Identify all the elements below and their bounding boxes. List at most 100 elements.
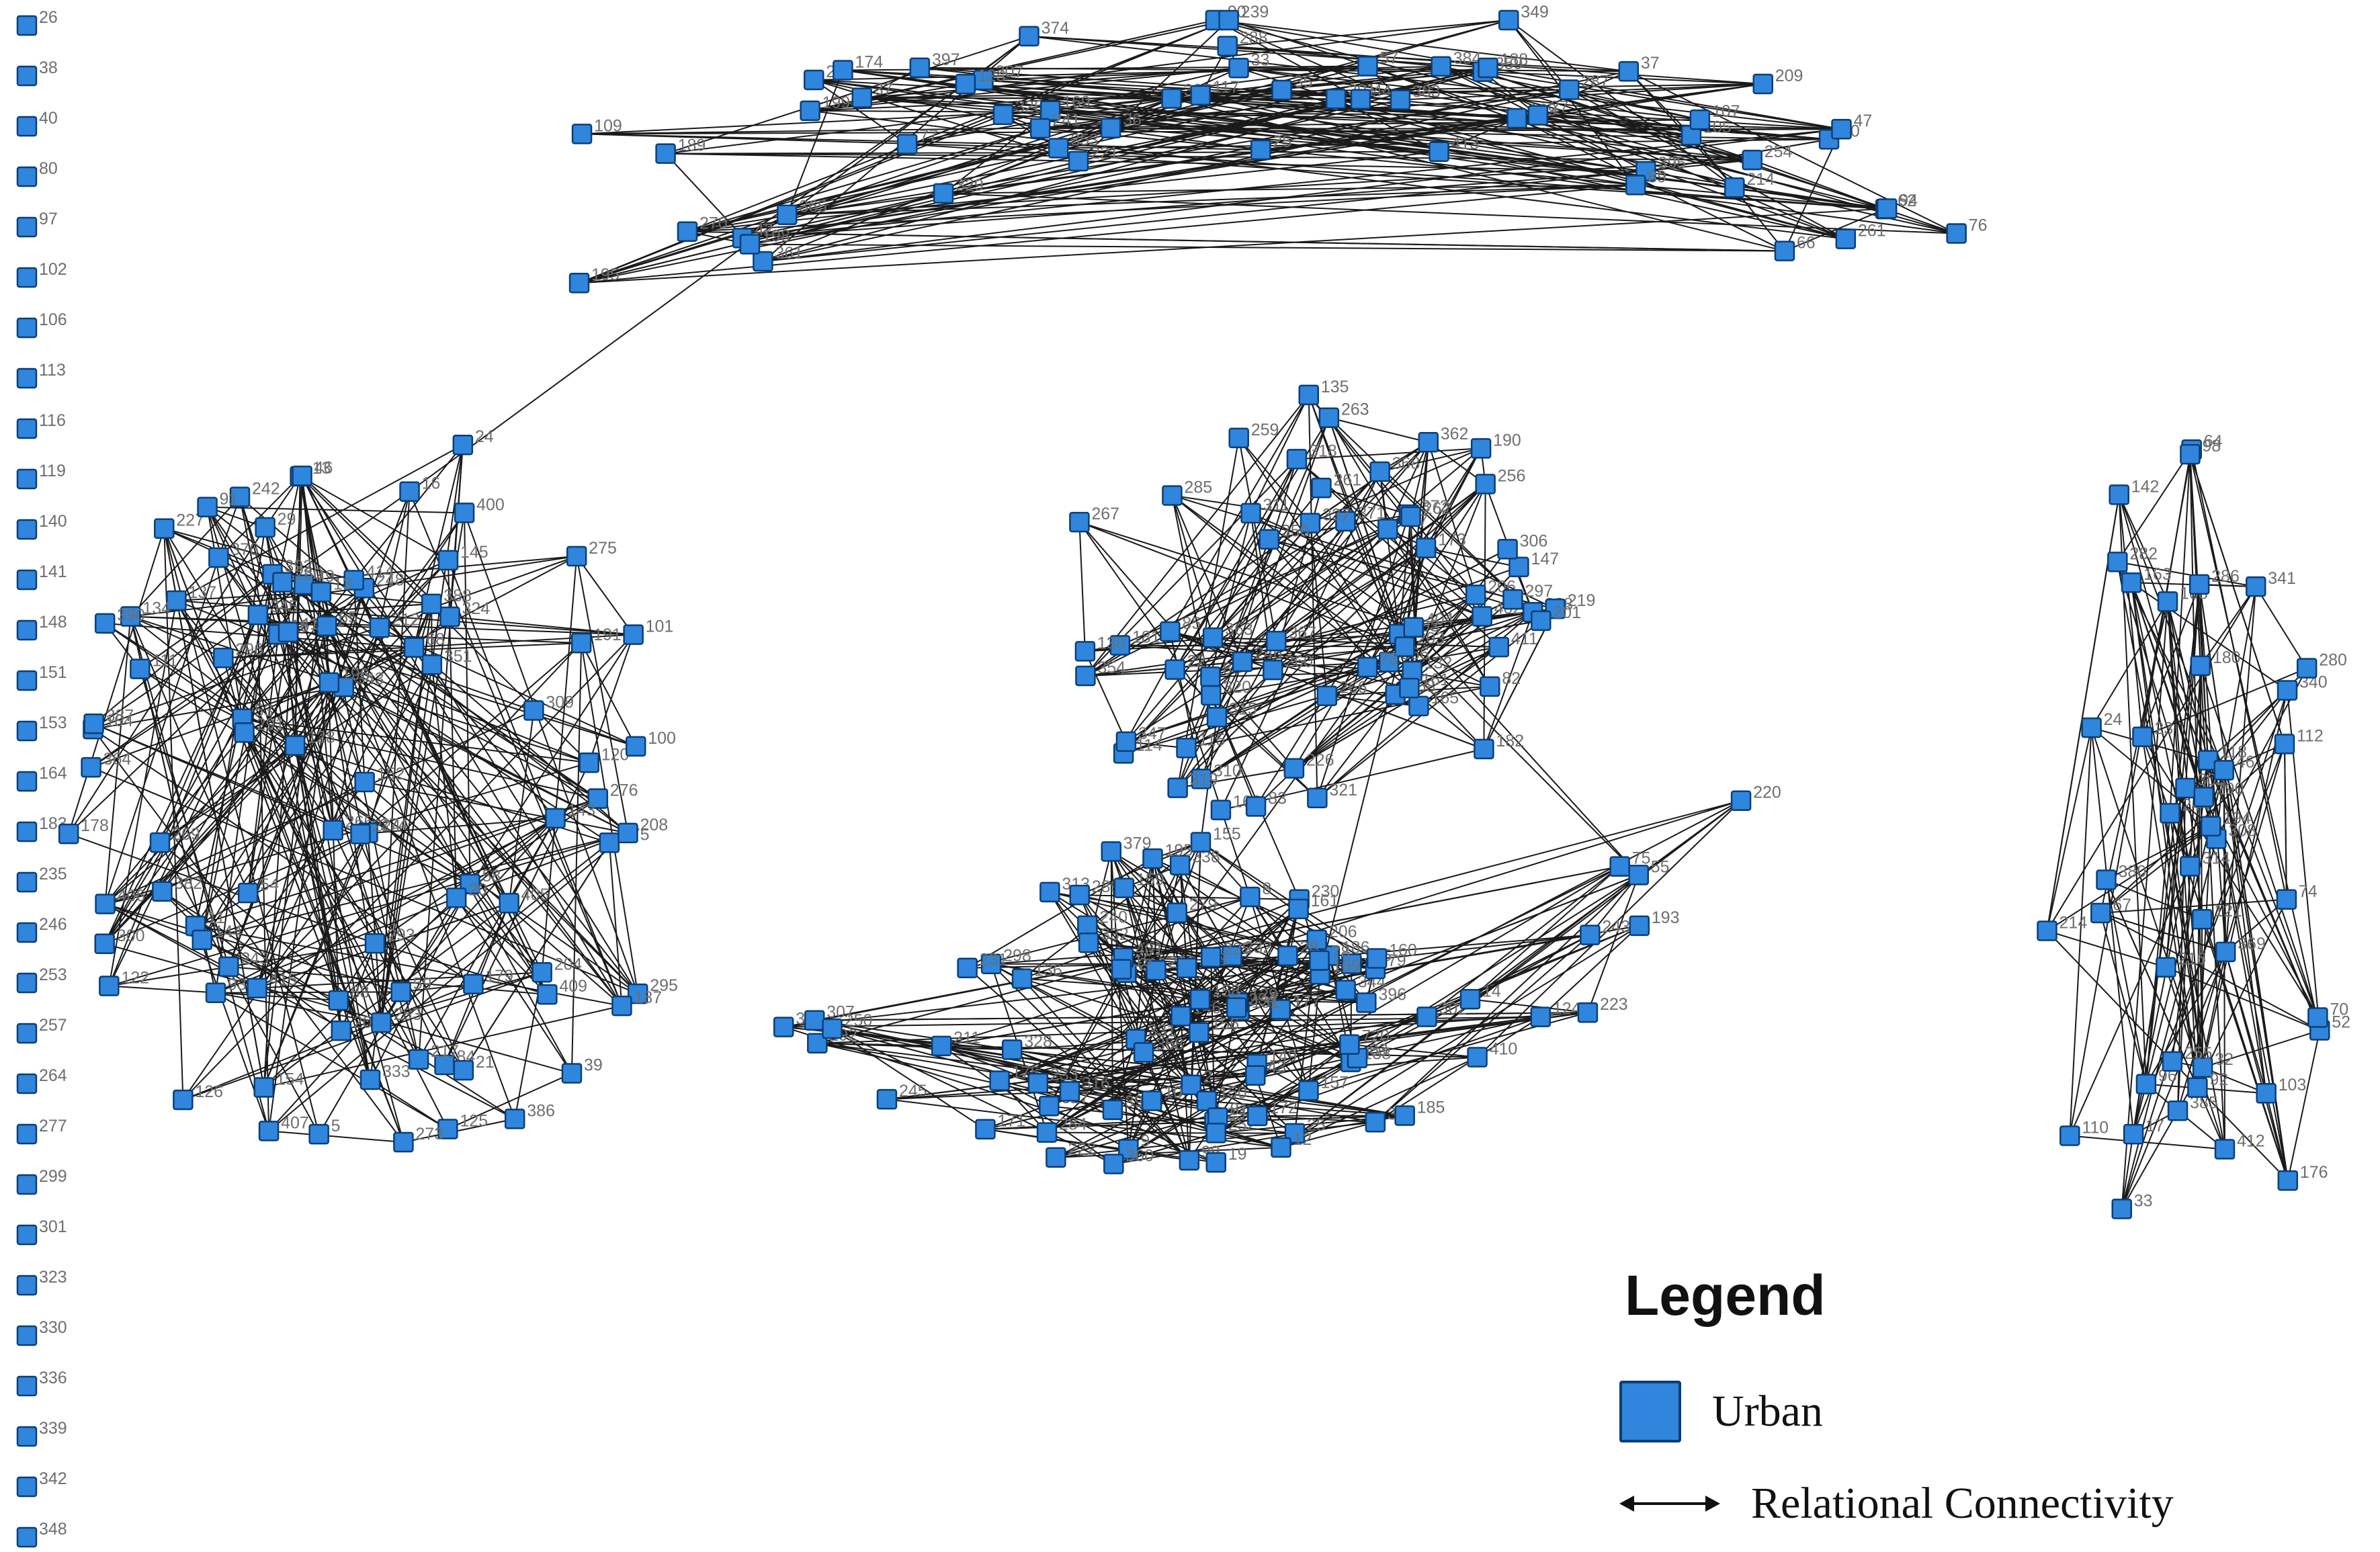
node-label: 187 <box>634 988 662 1007</box>
node-label: 93 <box>228 976 247 994</box>
urban-node-square <box>561 1063 583 1084</box>
node-label: 336 <box>39 1369 67 1387</box>
urban-node: 283 <box>371 1005 421 1033</box>
urban-node: 198 <box>739 227 790 255</box>
node-label: 277 <box>39 1117 67 1135</box>
urban-node-square <box>284 735 306 756</box>
urban-node: 339 <box>16 1419 67 1447</box>
relational-edge <box>409 491 623 1006</box>
node-label: 256 <box>1498 466 1526 485</box>
node-label: 301 <box>39 1217 67 1236</box>
urban-node-square <box>568 272 590 294</box>
urban-node-square <box>1048 138 1069 159</box>
urban-node: 386 <box>504 1101 555 1129</box>
urban-node-square <box>1377 519 1398 540</box>
node-label: 92 <box>2209 1070 2228 1089</box>
urban-node: 80 <box>16 159 58 187</box>
urban-node: 24 <box>2081 710 2123 738</box>
urban-node-square <box>1205 1152 1227 1173</box>
node-label: 165 <box>1431 689 1459 707</box>
node-label: 349 <box>1521 3 1549 21</box>
urban-node-square <box>255 517 275 538</box>
urban-node: 273 <box>393 1125 443 1153</box>
node-label: 33 <box>2134 1191 2153 1210</box>
node-label: 182 <box>1496 732 1524 750</box>
urban-node: 369 <box>2215 935 2266 963</box>
urban-node: 217 <box>408 1042 459 1070</box>
urban-node: 147 <box>1508 550 1559 578</box>
node-label: 137 <box>188 583 216 602</box>
urban-node-square <box>1577 1002 1599 1023</box>
urban-node: 125 <box>437 1112 488 1139</box>
node-label: 13 <box>333 574 352 593</box>
urban-node: 261 <box>1311 470 1361 499</box>
relational-edge <box>2165 966 2320 1031</box>
node-label: 153 <box>39 714 67 732</box>
node-label: 8 <box>1262 879 1271 898</box>
urban-node-square <box>2307 1007 2328 1028</box>
node-label: 68 <box>426 630 445 649</box>
legend-title: Legend <box>1625 1264 1826 1327</box>
node-label: 55 <box>1651 857 1670 876</box>
relational-edge <box>1360 97 1957 234</box>
node-label: 140 <box>39 512 67 531</box>
node-label: 243 <box>1602 918 1630 937</box>
urban-node-square <box>2256 1082 2277 1104</box>
urban-node-square <box>16 65 38 87</box>
urban-node-square <box>1218 9 1239 31</box>
node-label: 191 <box>593 626 622 644</box>
node-label: 350 <box>1281 522 1310 541</box>
urban-node: 336 <box>16 1369 67 1397</box>
urban-node: 235 <box>16 865 67 893</box>
node-label: 339 <box>39 1419 67 1438</box>
urban-node-square <box>1506 107 1527 129</box>
urban-node-square <box>2162 1051 2183 1072</box>
urban-node-square <box>2180 443 2201 465</box>
node-label: 38 <box>39 58 58 77</box>
node-label: 206 <box>1329 922 1357 941</box>
node-label: 126 <box>195 1082 223 1101</box>
urban-node-square <box>1356 992 1377 1013</box>
node-label: 223 <box>1600 995 1628 1014</box>
node-label: 46 <box>314 458 333 477</box>
urban-node-square <box>2190 655 2211 677</box>
urban-node-square <box>1625 175 1646 196</box>
urban-node-square <box>16 1174 38 1195</box>
urban-node: 27 <box>1527 98 1569 126</box>
node-label: 208 <box>640 816 668 834</box>
legend-edge-row: Relational Connectivity <box>1619 1478 2174 1529</box>
urban-node: 142 <box>2109 477 2159 505</box>
urban-node-square <box>247 604 269 626</box>
urban-node-square <box>453 1060 474 1081</box>
node-label: 83 <box>1268 789 1287 808</box>
urban-node-square <box>1161 88 1182 109</box>
urban-node-square <box>16 15 38 36</box>
urban-node: 169 <box>1039 93 1091 121</box>
urban-node-square <box>16 1375 38 1397</box>
urban-node-square <box>1160 621 1181 642</box>
urban-node-square <box>218 956 239 978</box>
urban-node: 119 <box>16 462 66 490</box>
node-label: 110 <box>2082 1119 2109 1137</box>
urban-node-square <box>2160 803 2180 824</box>
urban-node-square <box>439 606 460 628</box>
node-label: 330 <box>39 1318 67 1337</box>
urban-node-square <box>278 621 299 643</box>
legend-edge-label: Relational Connectivity <box>1751 1479 2174 1528</box>
urban-node-square <box>537 984 558 1005</box>
urban-node-square <box>94 613 116 634</box>
urban-node: 242 <box>229 480 280 507</box>
relational-edge <box>2046 727 2094 931</box>
urban-node: 152 <box>354 765 405 793</box>
urban-node-square <box>1480 676 1500 697</box>
urban-node: 387 <box>83 706 134 734</box>
relational-edge <box>985 1128 1190 1163</box>
urban-node: 276 <box>587 781 638 809</box>
urban-node: 124 <box>1530 1000 1581 1027</box>
urban-node-square <box>1390 89 1411 110</box>
urban-node: 25 <box>1250 132 1291 161</box>
node-label: 76 <box>1969 216 1988 235</box>
urban-node: 209 <box>1752 67 1803 95</box>
urban-node-square <box>499 892 519 914</box>
urban-node: 293 <box>364 926 415 954</box>
